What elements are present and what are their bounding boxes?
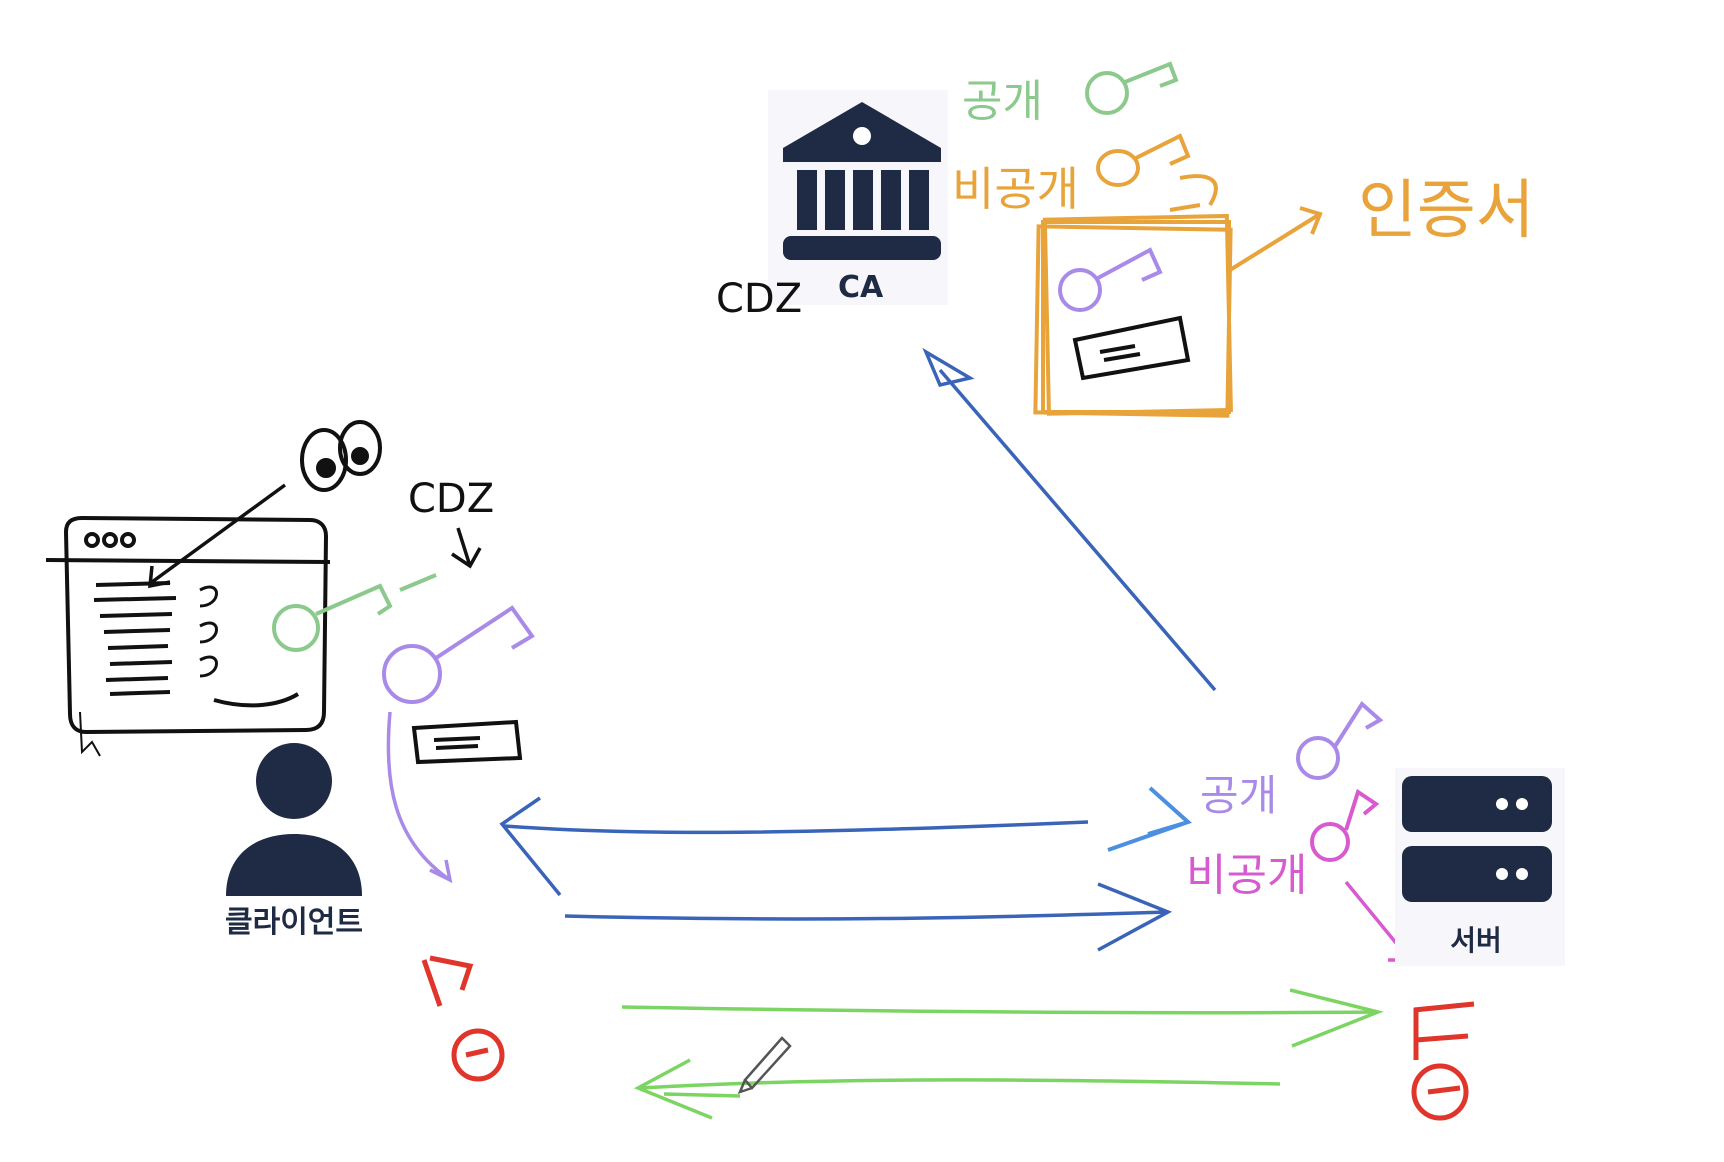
browser-window <box>45 515 331 757</box>
certificate-signature-icon <box>1072 315 1191 381</box>
ca-cdz-annotation: CDZ <box>716 276 802 322</box>
certificate-pointer-arrow <box>1228 206 1323 272</box>
pen-cursor-icon <box>737 1036 792 1095</box>
certificate-frame <box>1033 213 1233 418</box>
server-node: 서버 <box>1395 768 1565 966</box>
ca-keys: 공개 비공개 <box>952 61 1218 216</box>
server-to-ca-arrow <box>922 347 1217 692</box>
server-public-key-label: 공개 <box>1200 771 1277 820</box>
certificate: 인증서 <box>1033 174 1535 418</box>
server-private-key-icon <box>1310 788 1380 862</box>
client-received-ca-key <box>272 573 437 652</box>
client-label: 클라이언트 <box>225 905 363 940</box>
client-cdz-annotation: CDZ <box>408 476 494 522</box>
server-to-client-arrow <box>499 796 1089 897</box>
server-public-key-icon <box>1296 700 1384 780</box>
client-received-certificate-key <box>382 605 535 704</box>
certificate-label: 인증서 <box>1358 174 1535 248</box>
ca-private-key-icon <box>1096 133 1218 212</box>
cursor-icon <box>79 711 101 757</box>
ca-label: CA <box>838 270 884 305</box>
client-received-signature <box>411 719 523 765</box>
server-private-key-label: 비공개 <box>1186 850 1307 901</box>
client-to-server-encrypted-arrow <box>621 988 1384 1048</box>
certificate-key-icon <box>1058 247 1163 312</box>
server-incoming-arrow <box>1107 786 1192 852</box>
ca-node: CA CDZ <box>716 90 948 322</box>
client-session-key <box>421 955 505 1082</box>
server-to-client-encrypted-arrow <box>633 1058 1281 1120</box>
server-label: 서버 <box>1450 924 1502 957</box>
bank-icon <box>783 102 941 260</box>
client-cdz-arrow <box>451 527 482 569</box>
ca-public-key-icon <box>1085 61 1179 115</box>
eyes-icon <box>300 420 382 492</box>
client-node: 클라이언트 <box>225 743 363 940</box>
person-icon <box>226 743 362 896</box>
eyes-to-browser-arrow <box>148 483 287 589</box>
server-keys: 공개 비공개 <box>1186 700 1414 962</box>
ca-public-key-label: 공개 <box>962 76 1043 127</box>
server-session-key <box>1411 1001 1475 1121</box>
client-key-down-arrow <box>386 711 453 884</box>
server-icon <box>1402 776 1552 902</box>
ca-private-key-label: 비공개 <box>952 162 1079 216</box>
client-to-server-arrow <box>564 882 1173 952</box>
